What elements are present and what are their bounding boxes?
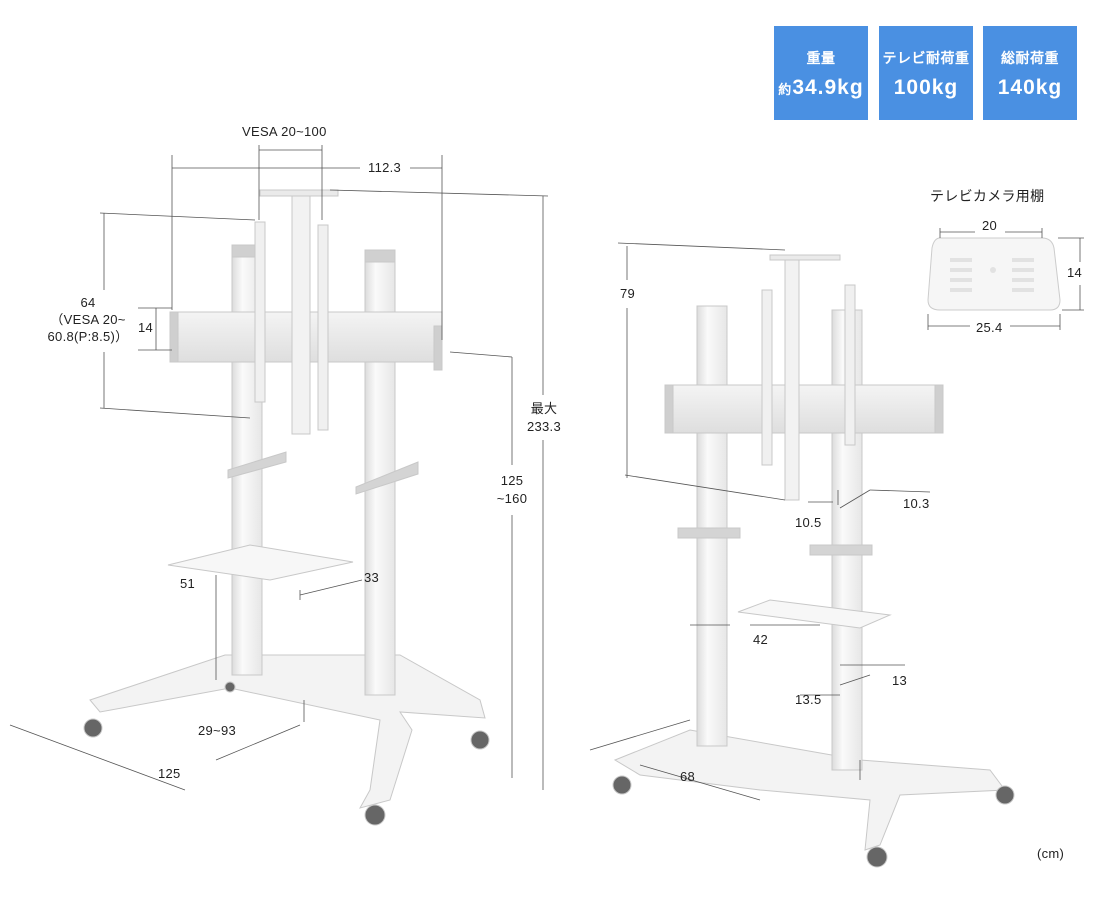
lower-a-label: 13 [892, 673, 908, 688]
weight-badge: 重量 約34.9kg [774, 26, 868, 120]
camera-shelf-title: テレビカメラ用棚 [930, 188, 1045, 204]
camera-shelf-length: 25.4 [976, 320, 1003, 335]
shelf-depth-label: 33 [364, 570, 380, 585]
tv-load-badge: テレビ耐荷重 100kg [879, 26, 973, 120]
bracket-span-line1: 64 [80, 295, 96, 310]
right-dimension-lines [589, 242, 931, 801]
base-depth-label: 68 [680, 769, 696, 784]
shelf-offset-b-label: 10.5 [795, 515, 822, 530]
max-height-line2: 233.3 [526, 419, 562, 434]
right-stand-image [612, 254, 1015, 868]
base-width-label: 125 [158, 766, 181, 781]
max-height-line1: 最大 [530, 401, 558, 416]
camera-shelf-depth: 14 [1067, 265, 1083, 280]
bracket-height-label: 14 [138, 320, 154, 335]
lower-width-label: 42 [753, 632, 769, 647]
left-dimension-lines [9, 145, 549, 791]
bracket-span-label: 64 （VESA 20~ 60.8(P:8.5)） [38, 294, 138, 345]
bracket-span-line2: （VESA 20~ [50, 312, 126, 327]
total-load-badge: 総耐荷重 140kg [983, 26, 1077, 120]
tv-load-value: 100kg [893, 76, 959, 99]
unit-label: (cm) [1037, 846, 1065, 861]
shelf-width-label: 51 [180, 576, 196, 591]
shelf-offset-a-label: 10.3 [903, 496, 930, 511]
bracket-span-line3: 60.8(P:8.5)） [47, 329, 129, 344]
adjust-height-line2: ~160 [496, 491, 528, 506]
weight-prefix: 約 [778, 82, 793, 97]
max-height-label: 最大 233.3 [522, 400, 566, 436]
adjust-height-label: 125 ~160 [490, 472, 534, 508]
tv-load-label: テレビ耐荷重 [882, 50, 970, 66]
shelf-height-label: 29~93 [198, 723, 237, 738]
left-stand-image [83, 189, 490, 826]
total-load-value: 140kg [997, 76, 1063, 99]
top-height-label: 79 [620, 286, 636, 301]
lower-b-label: 13.5 [795, 692, 822, 707]
weight-label: 重量 [806, 50, 836, 66]
weight-value: 34.9kg [792, 76, 864, 99]
bracket-width-label: 112.3 [368, 160, 402, 175]
vesa-label: VESA 20~100 [242, 124, 327, 139]
camera-shelf-width: 20 [982, 218, 998, 233]
adjust-height-line1: 125 [500, 473, 524, 488]
total-load-label: 総耐荷重 [1001, 50, 1059, 66]
camera-shelf-image [927, 228, 1084, 330]
